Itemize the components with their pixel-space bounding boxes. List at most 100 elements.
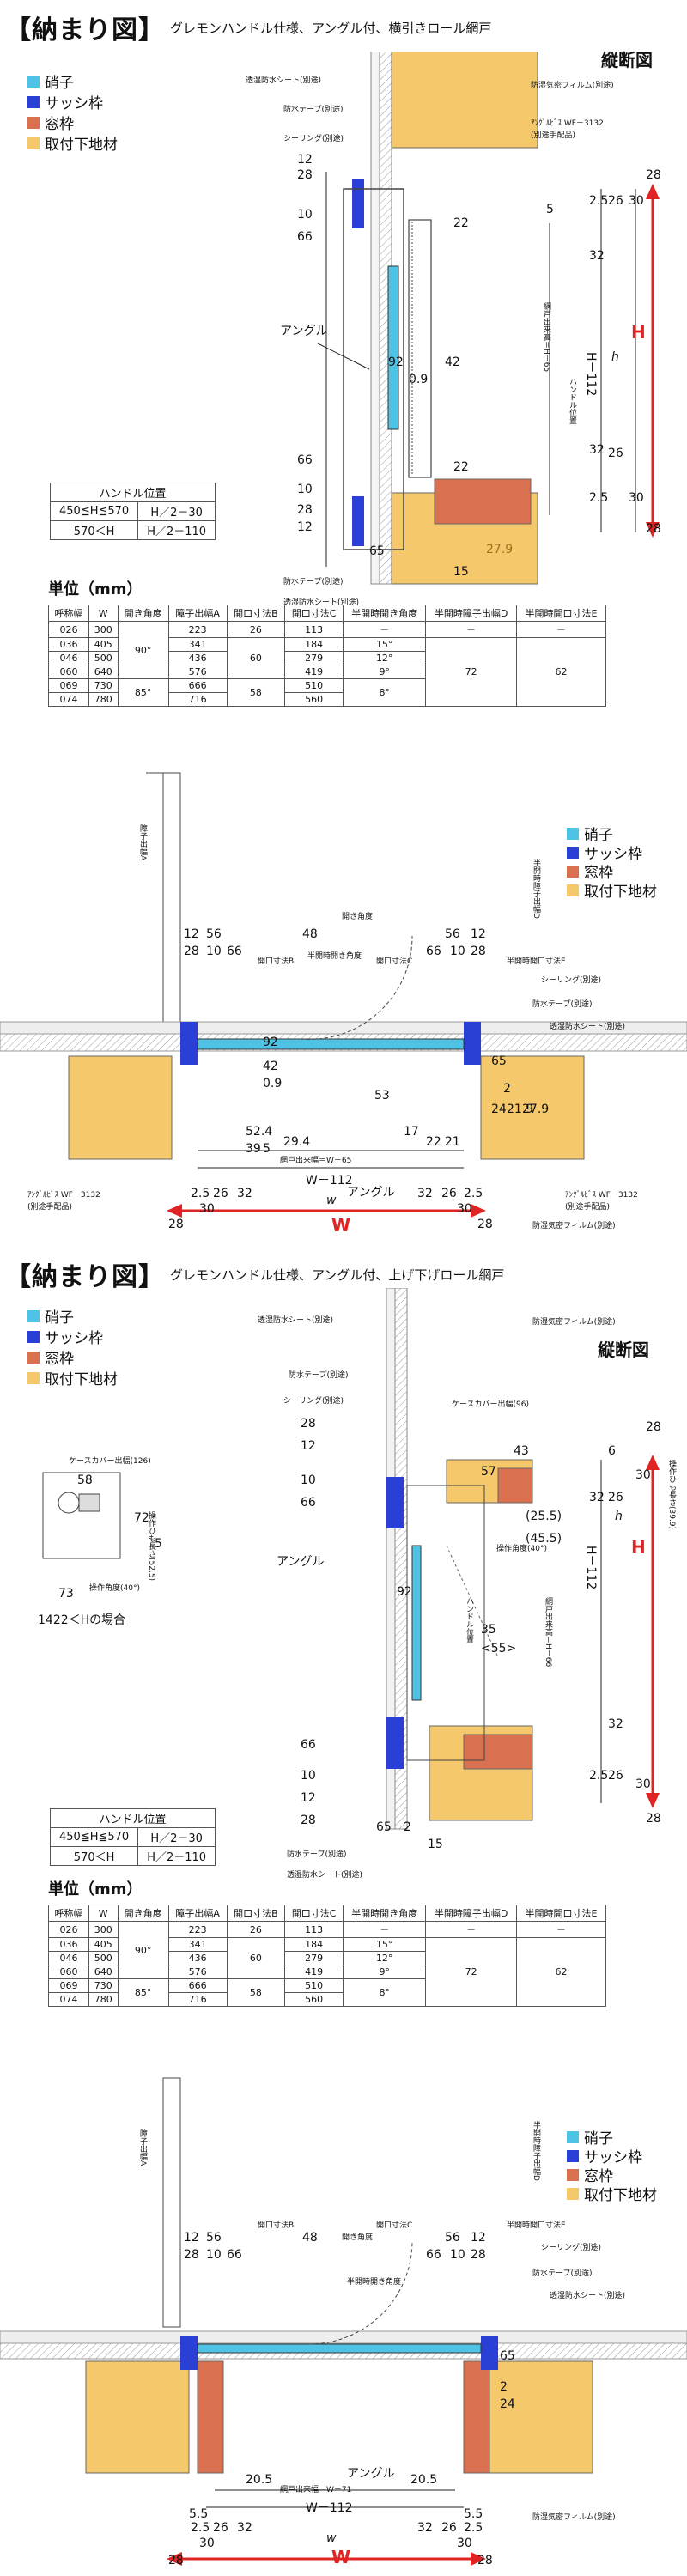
legend-label: 取付下地材: [584, 2187, 657, 2204]
handle-cell: H／2－30: [137, 1827, 216, 1847]
label-opening-c-2: 開口寸法C: [376, 2221, 413, 2230]
label-H: H: [631, 322, 646, 343]
label-w112-2: W－112: [306, 2501, 353, 2515]
legend-base: 取付下地材: [27, 1367, 118, 1388]
spec-cell: 510: [284, 1978, 344, 1993]
hdim-22: 22: [426, 1135, 441, 1149]
label-moisture-sheet: 透湿防水シート(別途): [246, 76, 322, 85]
hdim2-65: 65: [500, 2349, 515, 2363]
vdim2-10-left: 10: [301, 1473, 316, 1487]
label-opening-angle-2: 開き角度: [342, 2233, 374, 2242]
hdim-48: 48: [302, 927, 318, 941]
spec-cell: －: [515, 1921, 607, 1938]
label-airtight-film: 防湿気密フィルム(別途): [531, 82, 614, 90]
label-angle-2: アングル: [277, 1555, 325, 1569]
spec-cell: 074: [48, 1992, 89, 2007]
top-sash: [352, 179, 364, 228]
W-arrow-left: [167, 2552, 182, 2566]
section1-vertical-drawing: [317, 52, 660, 585]
spec-header: 開口寸法C: [284, 1905, 344, 1922]
label-tape-2: 防水テープ(別途): [289, 1371, 349, 1380]
section2-title: 【納まり図】: [5, 1262, 165, 1292]
label-operation-cord: 操作ひも長さ(39.9): [667, 1460, 676, 1530]
hdim2-28: 28: [184, 2248, 199, 2262]
vdim2-26-bottom: 26: [608, 1769, 623, 1783]
hdim-28-bottom-left: 28: [168, 1218, 184, 1231]
spec-cell: 716: [167, 692, 228, 707]
spec-cell: 576: [167, 665, 228, 679]
spec-header: 開口寸法B: [226, 1905, 286, 1922]
spec-cell: 184: [284, 637, 344, 652]
spec-cell: 419: [284, 1965, 344, 1979]
hdim2-32-right: 32: [417, 2521, 433, 2535]
spec-cell: 046: [48, 651, 89, 665]
spec-cell: 500: [88, 651, 119, 665]
hdim-17: 17: [404, 1125, 419, 1139]
vdim2-30-bottom: 30: [635, 1777, 651, 1791]
label-handle-pos-2: ハンドル位置: [465, 1597, 473, 1643]
H-arrow-top: [646, 184, 660, 199]
legend-label: 窓枠: [584, 2168, 613, 2185]
vdim2-32: 32: [589, 1491, 605, 1504]
vdim2-55: <55>: [481, 1642, 517, 1656]
H-arrow-bottom: [646, 1793, 660, 1808]
spec-cell: 279: [284, 651, 344, 665]
hdim-12: 12: [184, 927, 199, 941]
label-operation-cord-small: 操作ひも長さ(52.5): [147, 1511, 155, 1582]
label-sheet-h1: 透湿防水シート(別途): [550, 1023, 626, 1031]
spec-header: 呼称幅: [48, 1905, 89, 1922]
label-sealing-h2: シーリング(別途): [541, 2244, 602, 2252]
spec-cell: 060: [48, 1965, 89, 1979]
right-sash: [481, 2336, 498, 2370]
label-opening-b-2: 開口寸法B: [258, 2221, 295, 2230]
right-sash: [464, 1022, 481, 1065]
spec-cell: 500: [88, 1951, 119, 1965]
spec-header: 障子出幅A: [167, 605, 228, 622]
hdim2-10: 10: [206, 2248, 222, 2262]
label-handle-pos: ハンドル位置: [568, 378, 576, 424]
handle-table-header: ハンドル位置: [49, 1808, 216, 1828]
hdim-42: 42: [263, 1060, 278, 1073]
spec-cell: 26: [226, 1921, 286, 1938]
hdim-28-right: 28: [471, 945, 486, 958]
base-swatch: [27, 137, 40, 149]
hdim-56-right: 56: [445, 927, 460, 941]
spec-cell: 730: [88, 678, 119, 693]
hdim2-10-right: 10: [450, 2248, 465, 2262]
spec-cell: 036: [48, 1937, 89, 1952]
label-half-sash-d-2: 半開時障子出幅D: [532, 2121, 540, 2181]
dim-26-bottom: 26: [608, 447, 623, 460]
label-sheet-h2: 透湿防水シート(別途): [550, 2292, 626, 2300]
vdim2-58: 58: [77, 1473, 93, 1487]
spec-cell: 666: [167, 1978, 228, 1993]
dim-28-left-top: 28: [297, 168, 313, 182]
legend-sash: サッシ枠: [567, 841, 642, 863]
hdim2-56-right: 56: [445, 2231, 460, 2245]
section1-spec-table: 呼称幅 W 開き角度 障子出幅A 開口寸法B 開口寸法C 半開時開き角度 半開時…: [48, 605, 607, 707]
label-screw-h1-left: ｱﾝｸﾞﾙﾋﾞｽ WF－3132: [27, 1191, 100, 1200]
section2-unit: 単位（mm）: [48, 1880, 143, 1899]
vdim2-45-5: (45.5): [526, 1532, 562, 1546]
hdim-0-9: 0.9: [263, 1077, 283, 1091]
spec-cell: 9°: [343, 1965, 427, 1979]
dim-2-5-top: 2.5: [589, 194, 609, 208]
label-h: h: [611, 350, 619, 364]
section1-subtitle: グレモンハンドル仕様、アングル付、横引きロール網戸: [170, 21, 492, 36]
label-operation-angle: 操作角度(40°): [496, 1545, 547, 1553]
vdim2-66-left-bottom: 66: [301, 1738, 316, 1752]
legend-label: サッシ枠: [584, 846, 642, 863]
hdim2-2-5-right: 2.5: [464, 2521, 483, 2535]
vdim2-2: 2: [404, 1820, 411, 1834]
base-swatch: [567, 884, 579, 896]
spec-cell: 341: [167, 637, 228, 652]
spec-cell: 036: [48, 637, 89, 652]
top-window-frame: [497, 1467, 533, 1504]
spec-cell: 60: [226, 1937, 286, 1979]
spec-cell: －: [425, 1921, 517, 1938]
vdim2-12-left-bottom: 12: [301, 1791, 316, 1805]
sash-swatch: [567, 846, 579, 859]
W-arrow-left: [167, 1204, 182, 1218]
vdim2-72: 72: [134, 1511, 149, 1525]
legend-base: 取付下地材: [567, 879, 657, 901]
